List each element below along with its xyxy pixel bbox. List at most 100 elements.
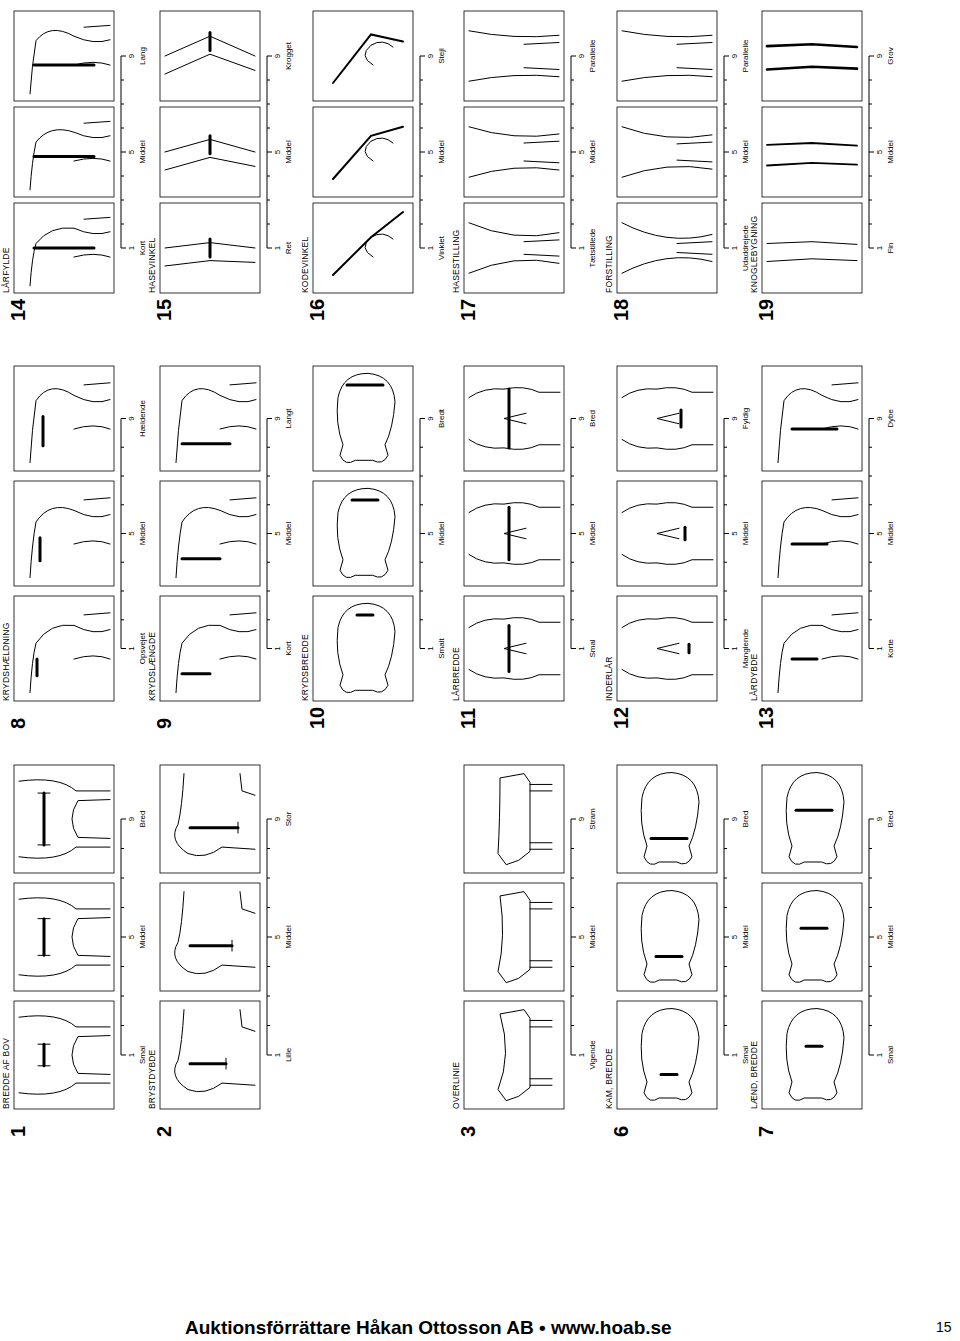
sketch-line — [469, 223, 559, 273]
scale-tick — [724, 937, 729, 938]
cattle-sketch — [641, 773, 699, 865]
scale-tick — [121, 533, 126, 534]
scale-tick — [571, 476, 574, 477]
scale-number: 5 — [128, 935, 136, 939]
panel-frame — [14, 366, 114, 471]
panel-frame — [160, 765, 260, 873]
scale-tick — [121, 80, 124, 81]
cattle-sketch — [165, 136, 255, 170]
sketch-line — [622, 503, 713, 565]
panel-frame — [14, 596, 114, 701]
scale-tick — [571, 224, 574, 225]
panel-frame — [464, 596, 564, 701]
scale-tick — [571, 562, 574, 563]
cattle-sketch — [469, 618, 560, 680]
cattle-sketch — [337, 488, 395, 577]
cattle-sketch — [767, 143, 857, 166]
sketch-line — [806, 1045, 822, 1048]
panel-frame — [617, 107, 717, 197]
panel-frame — [617, 203, 717, 293]
cattle-sketch — [469, 31, 559, 81]
panel-frame — [617, 1001, 717, 1109]
cattle-sketch — [337, 603, 395, 692]
scale-descriptor: Middel — [742, 925, 750, 949]
panel-frame — [762, 1001, 862, 1109]
scale-tick — [571, 200, 574, 201]
panel-frame — [160, 107, 260, 197]
sketch-line — [469, 31, 559, 81]
scale-tick — [420, 476, 423, 477]
scale-descriptor: Manglende — [742, 629, 750, 669]
cattle-sketch — [175, 774, 255, 856]
scale-tick — [121, 1055, 126, 1056]
scale-number: 1 — [128, 246, 136, 250]
scale-descriptor: Middel — [742, 140, 750, 164]
cattle-sketch — [333, 212, 403, 275]
scale-tick — [869, 848, 872, 849]
sketch-line — [469, 388, 560, 450]
scale-number: 5 — [578, 531, 586, 535]
scale-descriptor: Kort — [285, 641, 293, 656]
scale-tick — [724, 996, 727, 997]
scale-tick — [724, 848, 727, 849]
scale-descriptor: Middel — [742, 522, 750, 546]
trait-number: 16 — [307, 299, 327, 321]
sketch-line — [74, 383, 110, 429]
sketch-line — [657, 528, 679, 539]
trait-name: LÅRFYLDE — [2, 247, 11, 293]
sketch-line — [365, 138, 393, 161]
scale-descriptor: Vinklet — [438, 236, 446, 260]
scale-number: 9 — [578, 817, 586, 821]
scale-descriptor: Middel — [285, 522, 293, 546]
scale-tick — [869, 104, 872, 105]
sketch-line — [352, 498, 378, 501]
scale-tick — [571, 591, 574, 592]
scale-tick — [724, 56, 729, 57]
panel-frame — [464, 107, 564, 197]
trait-number: 12 — [611, 707, 631, 729]
trait-name: KRYDSBREDDE — [301, 634, 310, 701]
sketch-line — [365, 234, 393, 257]
scale-tick — [121, 418, 126, 419]
sketch-line — [786, 891, 844, 983]
scale-tick — [869, 937, 874, 938]
scale-tick — [724, 128, 727, 129]
sketch-line — [641, 891, 699, 983]
scale-number: 9 — [578, 54, 586, 58]
scale-tick — [267, 476, 270, 477]
sketch-line — [74, 613, 110, 659]
panel-frame — [762, 596, 862, 701]
scale-tick — [121, 878, 124, 879]
sketch-line — [30, 625, 110, 693]
sketch-line — [796, 809, 832, 812]
scale-number: 1 — [876, 246, 884, 250]
scale-tick — [267, 591, 270, 592]
trait-number: 9 — [154, 718, 174, 729]
scale-tick — [571, 996, 574, 997]
cattle-sketch — [19, 780, 110, 858]
scale-tick — [724, 200, 727, 201]
scale-number: 9 — [876, 54, 884, 58]
scale-tick — [267, 224, 270, 225]
scale-number: 5 — [578, 150, 586, 154]
sketch-line — [498, 1010, 530, 1101]
cattle-sketch — [622, 388, 713, 450]
scale-number: 5 — [731, 531, 739, 535]
scale-tick — [571, 80, 574, 81]
cattle-sketch — [469, 223, 559, 273]
scale-tick — [869, 591, 872, 592]
scale-tick — [121, 937, 126, 938]
scale-descriptor: Stor — [285, 812, 293, 827]
sketch-line — [792, 543, 827, 546]
scale-number: 5 — [274, 531, 282, 535]
scale-tick — [267, 619, 270, 620]
scale-number: 9 — [427, 416, 435, 420]
scale-tick — [420, 447, 423, 448]
sketch-line — [74, 25, 110, 65]
scale-tick — [267, 1055, 272, 1056]
sketch-line — [622, 127, 712, 177]
scale-descriptor: Stram — [589, 808, 597, 829]
scale-descriptor: Fin — [887, 242, 895, 253]
trait-name: LÅRDYBDE — [750, 654, 759, 701]
panel-frame — [313, 203, 413, 293]
